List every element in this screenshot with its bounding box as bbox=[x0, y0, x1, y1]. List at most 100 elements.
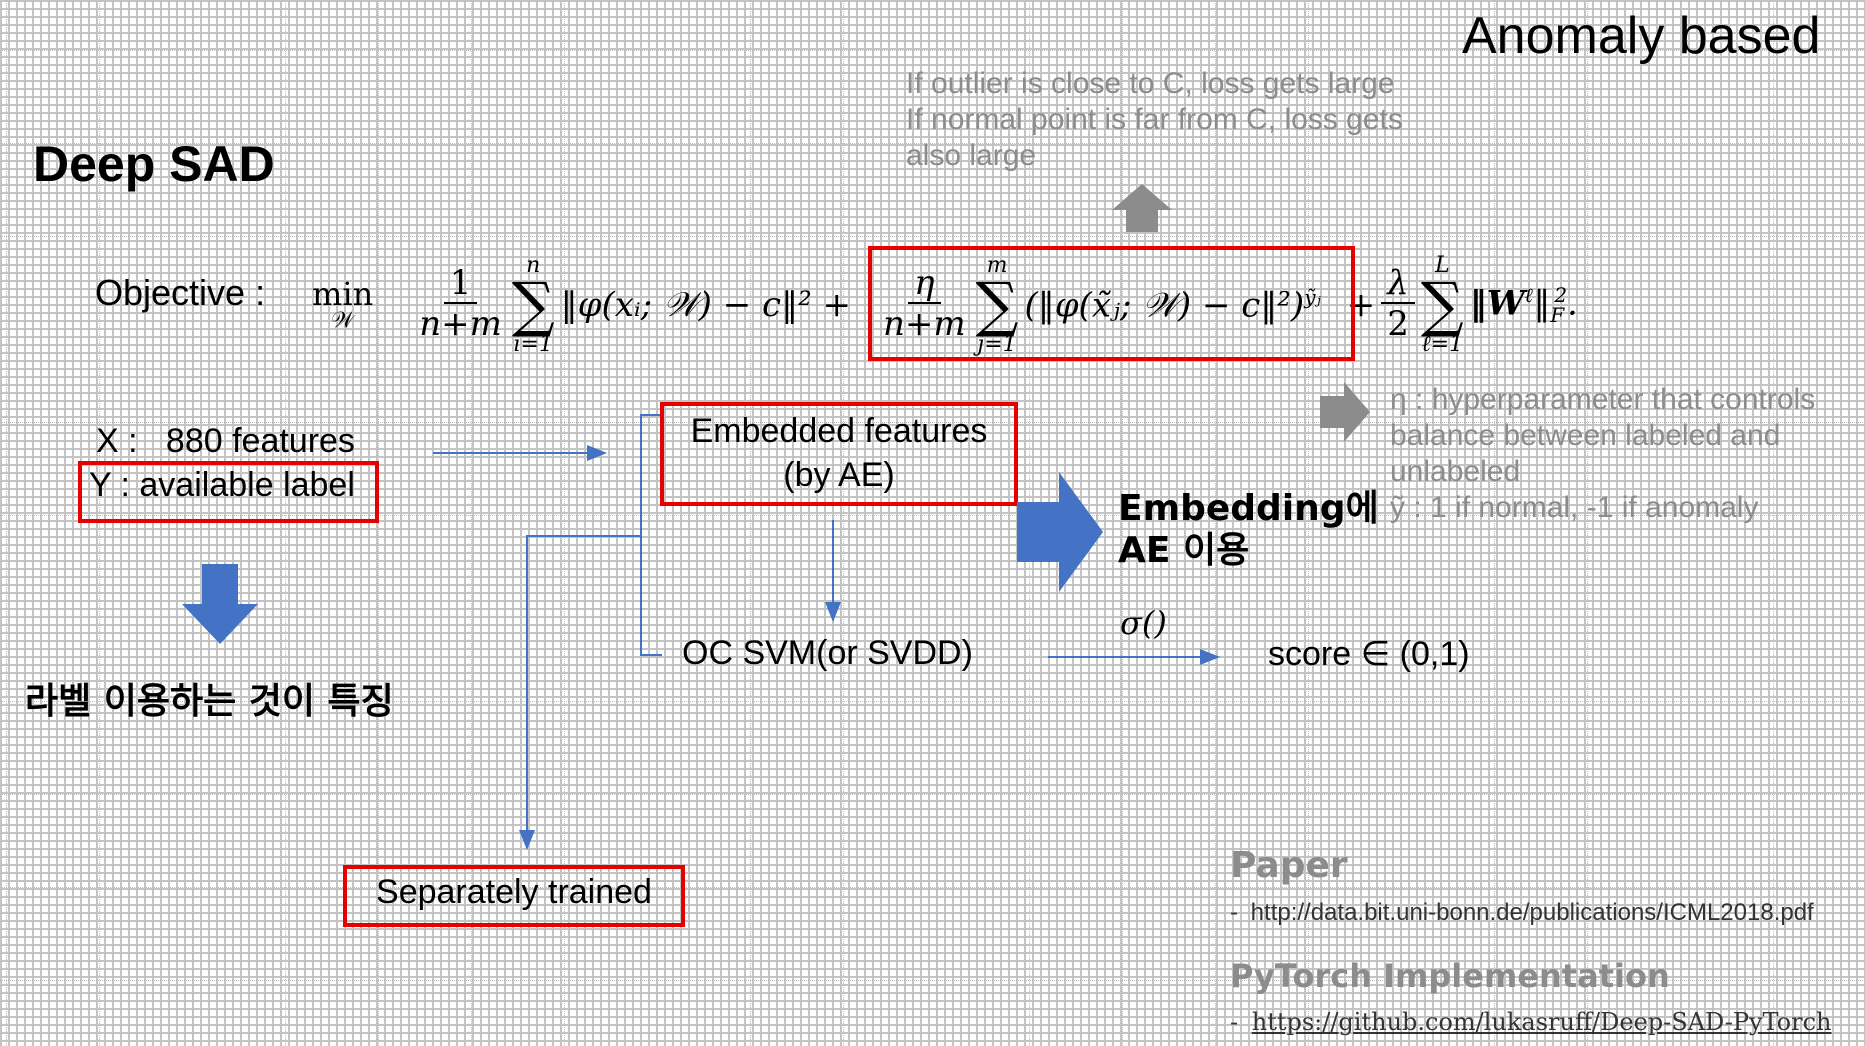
grid-line bbox=[1215, 0, 1216, 1046]
corner-title: Anomaly based bbox=[1462, 7, 1821, 65]
ocsvm-label: OC SVM(or SVDD) bbox=[682, 634, 973, 672]
sum-3-lower: ℓ=1 bbox=[1421, 331, 1464, 357]
grid-line bbox=[0, 50, 1865, 51]
sum-3-upper: L bbox=[1434, 252, 1450, 278]
grid-line bbox=[936, 0, 937, 1046]
grid-line bbox=[0, 608, 1865, 609]
pytorch-heading: PyTorch Implementation bbox=[1230, 957, 1670, 995]
sum-3-sigma: ∑ bbox=[1420, 269, 1464, 340]
paper-dash: - bbox=[1230, 899, 1238, 926]
grid-line bbox=[1773, 0, 1774, 1046]
y-label-text: Y : available label bbox=[89, 466, 355, 504]
x-features-label: X : 880 features bbox=[96, 422, 355, 460]
sum-2-sigma: ∑ bbox=[975, 269, 1019, 340]
grid-line bbox=[1308, 0, 1309, 1046]
grid-line bbox=[0, 701, 1865, 702]
grid-line bbox=[192, 0, 193, 1046]
fraction-2-denominator: n+m bbox=[883, 304, 966, 345]
grid-line bbox=[0, 887, 1865, 888]
loss-note: If outlier is close to C, loss gets larg… bbox=[906, 66, 1403, 174]
label-highlight bbox=[78, 461, 379, 523]
fraction-3-numerator: λ bbox=[1381, 264, 1415, 305]
sum-1: n ∑ i=1 bbox=[511, 252, 555, 357]
min-subscript: 𝒲 bbox=[331, 308, 355, 333]
grid-line bbox=[0, 236, 1865, 237]
up-arrow-icon bbox=[1112, 184, 1172, 232]
fraction-1: 1 n+m bbox=[415, 264, 506, 345]
embedded-features-label: Embedded features (by AE) bbox=[660, 409, 1018, 497]
grid-line bbox=[6, 0, 7, 1046]
loss-note-line-2: If normal point is far from C, loss gets bbox=[906, 103, 1403, 136]
hyper-note-line-1: η : hyperparameter that controls bbox=[1390, 383, 1816, 416]
term-2: (‖φ(x̃ⱼ; 𝒲) − c‖²)ỹⱼ bbox=[1024, 285, 1320, 325]
loss-note-line-3: also large bbox=[906, 139, 1037, 172]
fraction-2: η n+m bbox=[879, 264, 970, 345]
grid-line bbox=[1122, 0, 1123, 1046]
loss-note-line-1: If outlier is close to C, loss gets larg… bbox=[906, 67, 1395, 100]
grid-line bbox=[99, 0, 100, 1046]
grid-line bbox=[471, 0, 472, 1046]
term-3: ‖Wℓ‖F2. bbox=[1470, 283, 1578, 327]
grid-line bbox=[285, 0, 286, 1046]
grid-line bbox=[1680, 0, 1681, 1046]
label-usage-note: 라벨 이용하는 것이 특징 bbox=[25, 681, 394, 722]
embedding-note: Embedding에 AE 이용 bbox=[1118, 488, 1379, 572]
term-2-body: (‖φ(x̃ⱼ; 𝒲) − c‖²) bbox=[1024, 285, 1305, 326]
hyper-note-line-3: unlabeled bbox=[1390, 455, 1521, 488]
embedded-features-box bbox=[660, 402, 1018, 506]
pytorch-link-row: - https://github.com/lukasruff/Deep-SAD-… bbox=[1230, 1008, 1832, 1036]
hyperparameter-note: η : hyperparameter that controls balance… bbox=[1390, 382, 1815, 526]
hyper-note-line-2: balance between labeled and bbox=[1390, 419, 1781, 452]
down-arrow-icon bbox=[182, 564, 258, 644]
objective-formula: min 𝒲 1 n+m n ∑ i=1 ‖φ(xᵢ; 𝒲) − c‖² + η … bbox=[312, 245, 1578, 365]
sum-1-sigma: ∑ bbox=[511, 269, 555, 340]
sum-2-upper: m bbox=[986, 252, 1008, 278]
pytorch-link[interactable]: https://github.com/lukasruff/Deep-SAD-Py… bbox=[1251, 1008, 1832, 1036]
grid-line bbox=[0, 422, 1865, 423]
grid-line bbox=[564, 0, 565, 1046]
fraction-2-numerator: η bbox=[908, 264, 941, 305]
embedded-features-line-2: (by AE) bbox=[783, 456, 895, 494]
grid-line bbox=[1587, 0, 1588, 1046]
embedding-note-line-2: AE 이용 bbox=[1118, 530, 1250, 571]
separately-trained-label: Separately trained bbox=[376, 873, 652, 911]
grid-line bbox=[0, 143, 1865, 144]
grid-line bbox=[0, 329, 1865, 330]
hyper-note-line-4: ỹ : 1 if normal, -1 if anomaly bbox=[1390, 491, 1759, 524]
fraction-3-denominator: 2 bbox=[1387, 304, 1409, 345]
labeled-term-highlight bbox=[868, 246, 1355, 361]
term-3-period: . bbox=[1567, 283, 1578, 324]
paper-link-row: - http://data.bit.uni-bonn.de/publicatio… bbox=[1230, 899, 1814, 927]
grid-line bbox=[0, 794, 1865, 795]
separately-trained-box bbox=[343, 865, 685, 927]
sum-2: m ∑ j=1 bbox=[975, 252, 1019, 357]
grid-line bbox=[0, 980, 1865, 981]
grid-line bbox=[378, 0, 379, 1046]
right-arrow-icon bbox=[1320, 382, 1370, 442]
fraction-3: λ 2 bbox=[1381, 264, 1415, 345]
paper-link[interactable]: http://data.bit.uni-bonn.de/publications… bbox=[1250, 899, 1814, 926]
fraction-1-denominator: n+m bbox=[419, 304, 502, 345]
grid-line bbox=[750, 0, 751, 1046]
score-label: score ∈ (0,1) bbox=[1268, 635, 1470, 673]
grid-line bbox=[657, 0, 658, 1046]
term-3-body: ‖W bbox=[1469, 283, 1525, 324]
slide-title: Deep SAD bbox=[33, 136, 275, 192]
term-3-end: ‖ bbox=[1533, 283, 1551, 324]
sum-2-lower: j=1 bbox=[977, 331, 1017, 357]
term-2-exponent: ỹⱼ bbox=[1304, 284, 1321, 309]
term-1: ‖φ(xᵢ; 𝒲) − c‖² + bbox=[560, 285, 851, 325]
sum-3: L ∑ ℓ=1 bbox=[1420, 252, 1464, 357]
term-3-sub: F bbox=[1550, 303, 1565, 328]
pytorch-dash: - bbox=[1230, 1008, 1239, 1036]
sum-1-lower: i=1 bbox=[513, 331, 553, 357]
objective-label: Objective : bbox=[95, 272, 266, 313]
sum-1-upper: n bbox=[526, 252, 541, 278]
grid-line bbox=[1494, 0, 1495, 1046]
min-operator: min 𝒲 bbox=[312, 278, 373, 332]
embedding-note-line-1: Embedding에 bbox=[1118, 488, 1379, 529]
term-3-sup2: 2 bbox=[1554, 282, 1568, 307]
min-text: min bbox=[312, 275, 374, 313]
grid-line bbox=[0, 515, 1865, 516]
